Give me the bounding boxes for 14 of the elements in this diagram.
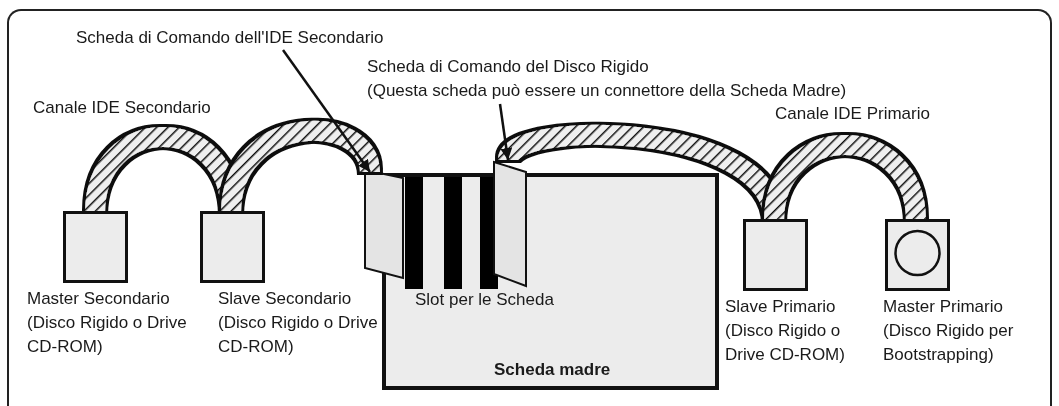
drive-label: Master Secondario (Disco Rigido o Drive CD-ROM) xyxy=(27,288,188,358)
motherboard xyxy=(382,173,719,390)
drive-label: Slave Secondario (Disco Rigido o Drive CD-ROM) xyxy=(218,288,378,358)
part-label: Canale IDE Secondario xyxy=(33,97,211,119)
leader-line xyxy=(498,103,513,161)
part-label: Canale IDE Primario xyxy=(775,103,930,125)
board-label: Scheda madre xyxy=(494,359,611,381)
drive-label: Master Primario (Disco Rigido per Bootstrapping) xyxy=(883,296,1015,366)
callout-text: Scheda di Comando dell'IDE Secondario xyxy=(76,27,385,49)
callout-text: Scheda di Comando del Disco Rigido xyxy=(367,56,650,78)
callout-text: (Questa scheda può essere un connettore della Scheda Madre) xyxy=(367,80,848,102)
part-label: Slot per le Scheda xyxy=(415,289,554,311)
leader-line xyxy=(282,49,371,173)
drive-label: Slave Primario (Disco Rigido o Drive CD-ROM) xyxy=(725,296,846,366)
